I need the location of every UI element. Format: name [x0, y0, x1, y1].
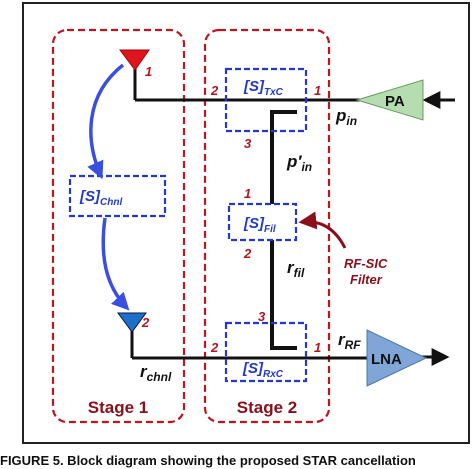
outer-frame: [22, 2, 470, 444]
txc-port-1: 1: [314, 83, 321, 98]
tx-antenna-port: 1: [145, 64, 152, 79]
r-fil-label: rfil: [287, 258, 305, 280]
rxc-port-1: 1: [314, 340, 321, 355]
lna-amplifier-icon: [366, 329, 428, 387]
filter-label: Filter: [350, 272, 383, 287]
r-rf-label: rRF: [338, 330, 361, 352]
figure-caption: FIGURE 5. Block diagram showing the prop…: [0, 453, 416, 468]
pa-amplifier-icon: [355, 79, 424, 121]
stage1-box: [51, 28, 186, 424]
lna-label: LNA: [371, 351, 402, 368]
rxc-label: [S]RxC: [242, 360, 284, 380]
pa-label: PA: [385, 93, 405, 110]
txc-label: [S]TxC: [243, 78, 284, 98]
txc-port-3: 3: [244, 136, 252, 151]
fil-label: [S]Fil: [243, 215, 276, 235]
fil-port-2: 2: [243, 246, 252, 261]
chnl-to-rx-arrow: [101, 217, 130, 311]
fil-block: [227, 202, 298, 242]
stage1-title: Stage 1: [88, 398, 148, 417]
tx-antenna-icon: [119, 49, 150, 71]
rxc-port-3: 3: [258, 309, 266, 324]
txc-block: [224, 67, 308, 133]
p-in-label: pin: [335, 106, 357, 128]
r-chnl-label: rchnl: [140, 362, 172, 384]
rf-sic-arrow: [298, 211, 347, 249]
fil-port-1: 1: [244, 186, 251, 201]
txc-tap-line: [270, 110, 297, 205]
tx-to-chnl-arrow: [87, 63, 125, 180]
rxc-port-2: 2: [210, 340, 219, 355]
rx-antenna-port: 2: [141, 315, 150, 330]
stage2-title: Stage 2: [237, 398, 297, 417]
rxc-block: [224, 321, 308, 383]
txc-port-2: 2: [210, 83, 219, 98]
stage2-box: [203, 28, 331, 424]
rx-antenna-icon: [117, 312, 147, 333]
chnl-block: [68, 174, 167, 218]
rf-sic-label: RF-SIC: [344, 256, 388, 271]
p-prime-in-label: p′in: [286, 152, 312, 174]
chnl-label: [S]Chnl: [79, 188, 122, 208]
rxc-tap-line: [270, 318, 297, 350]
